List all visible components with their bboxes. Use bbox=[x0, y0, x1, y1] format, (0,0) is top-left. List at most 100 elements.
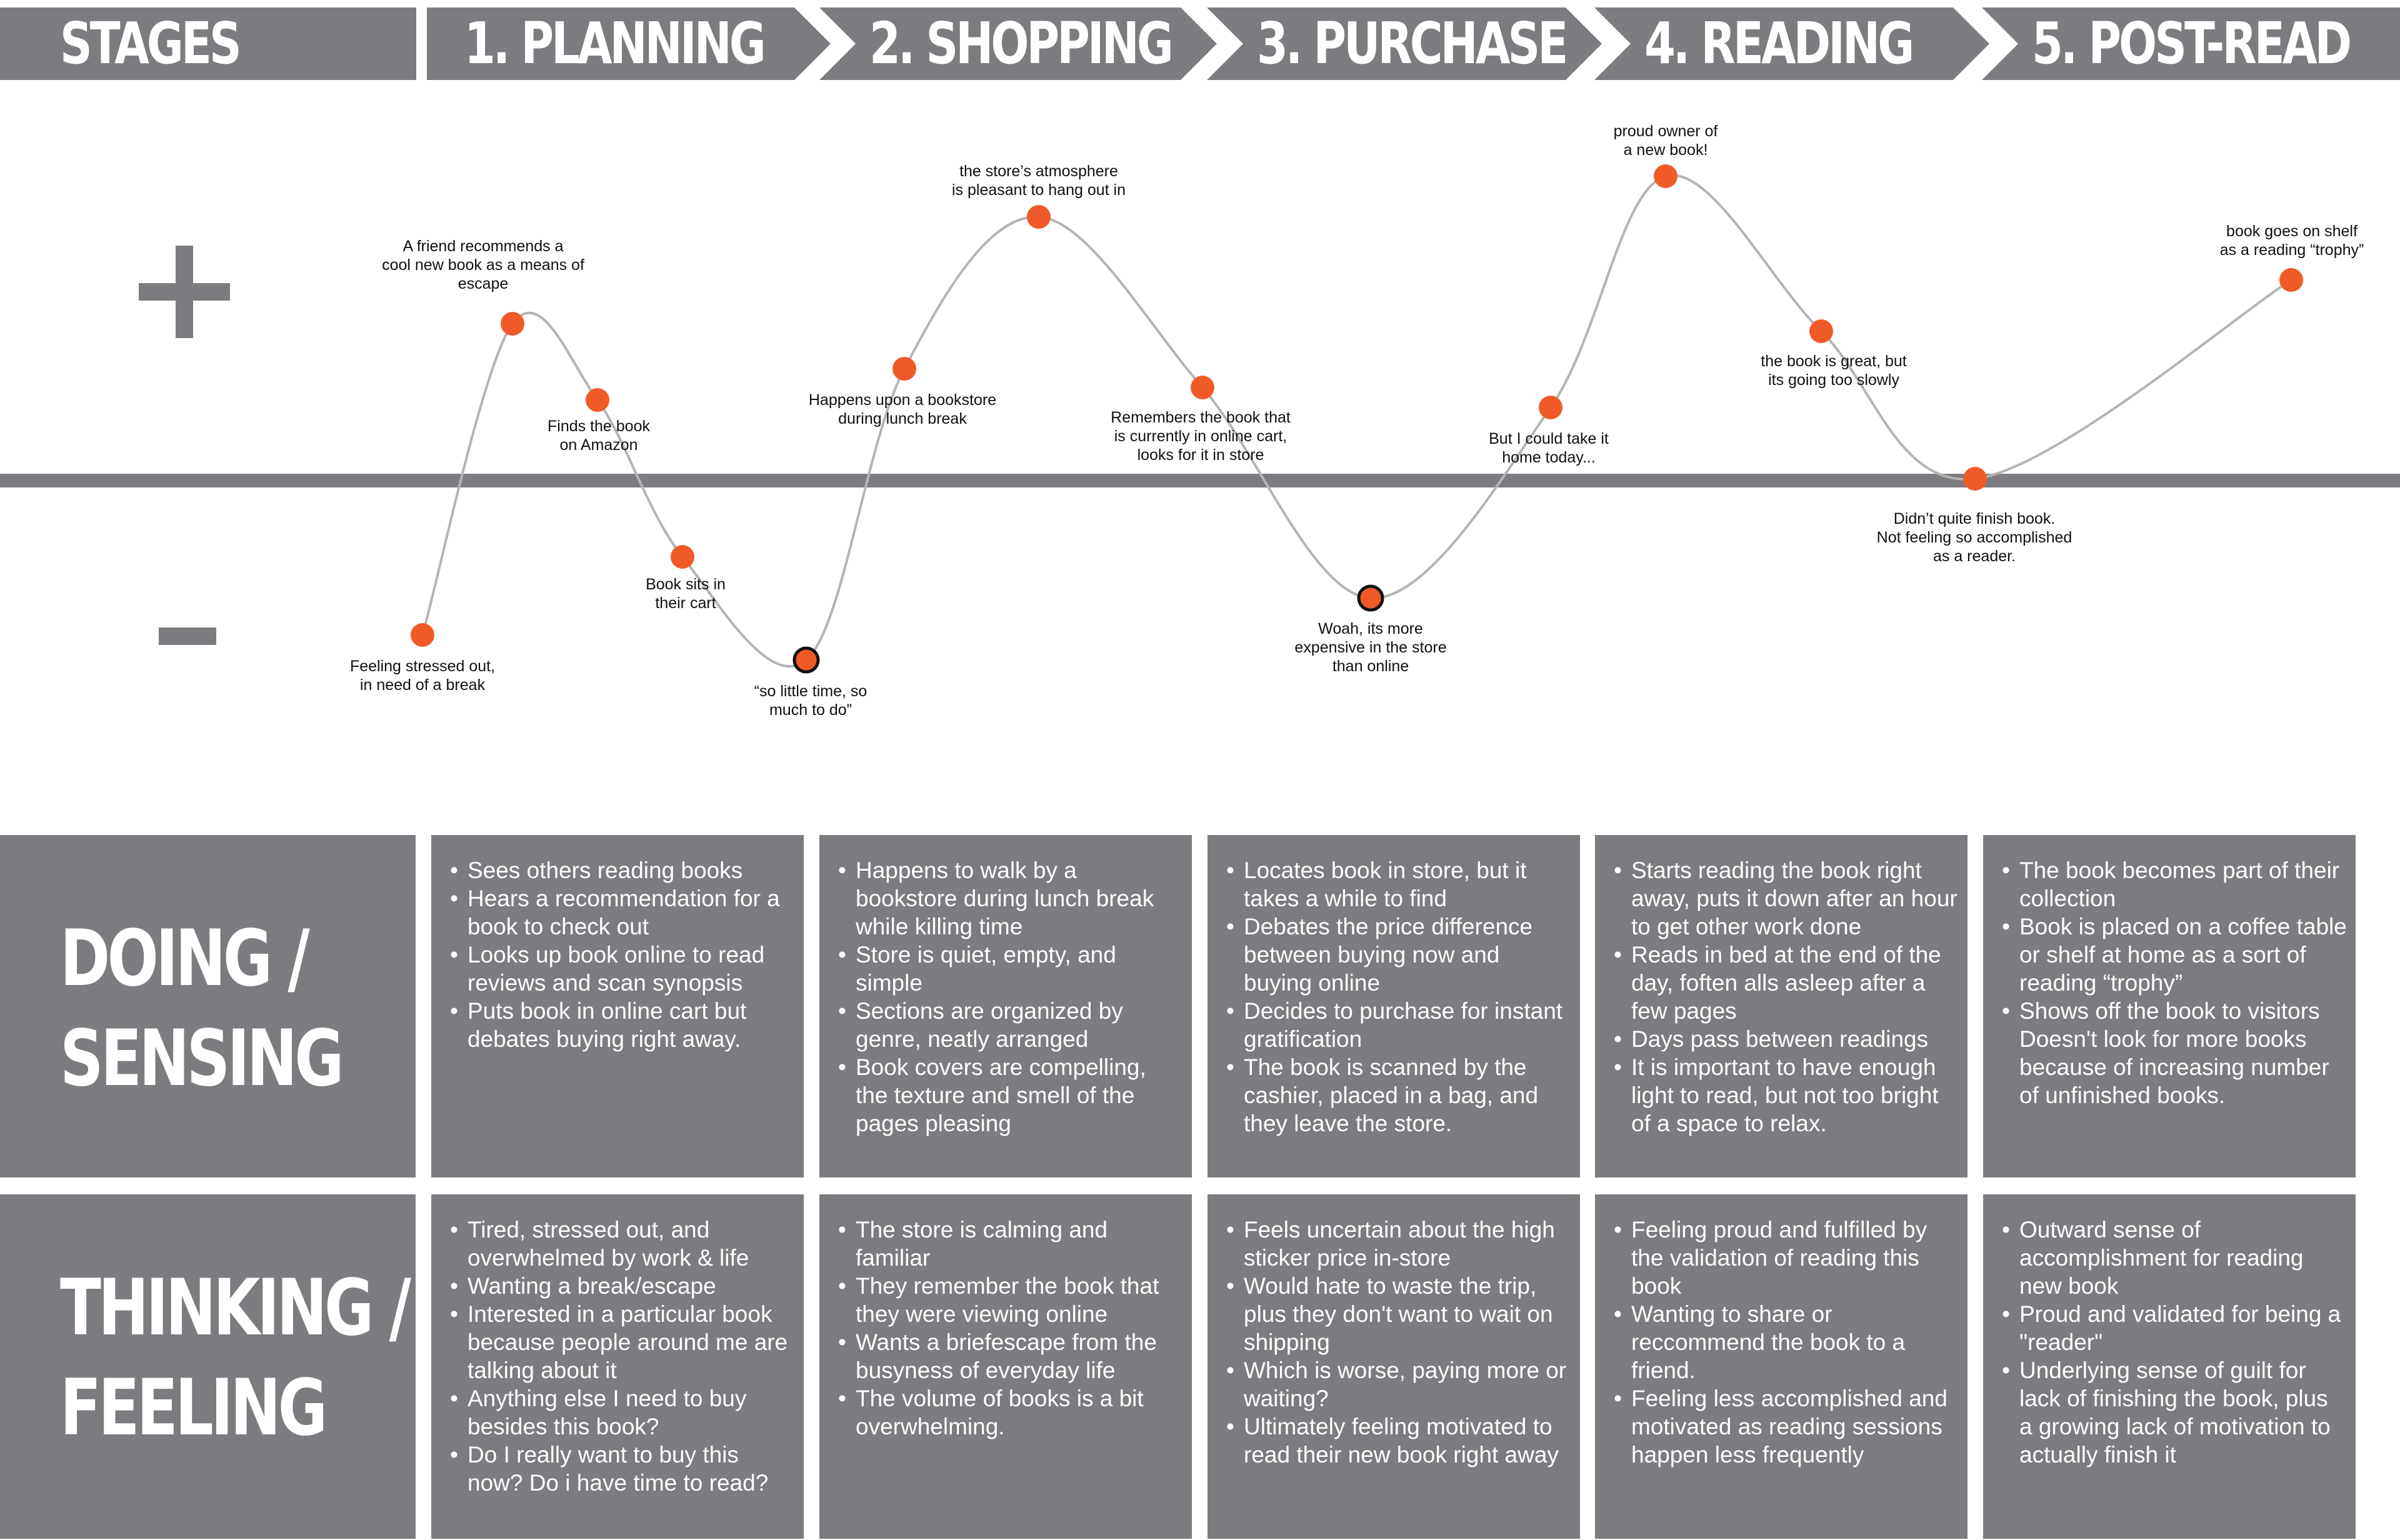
journey-point-p5 bbox=[792, 646, 820, 674]
bullet-item: Debates the price difference between buy… bbox=[1225, 912, 1571, 997]
journey-point-label: Feeling stressed out,in need of a break bbox=[350, 658, 495, 694]
bullet-item: Book is placed on a coffee table or shel… bbox=[2001, 912, 2347, 997]
doing-cell-1: Sees others reading booksHears a recomme… bbox=[431, 835, 804, 1178]
bullet-item: Feeling less accomplished and motivated … bbox=[1612, 1384, 1959, 1469]
journey-point-label-line: Not feeling so accomplished bbox=[1877, 529, 2072, 546]
journey-curve-chart: Feeling stressed out,in need of a break A… bbox=[0, 122, 2400, 719]
journey-point-label-line: their cart bbox=[655, 594, 716, 612]
bullet-item: Outward sense of accomplishment for read… bbox=[2001, 1216, 2347, 1300]
stage-post-read: 5. POST-READ bbox=[1982, 8, 2400, 80]
bullet-item: Proud and validated for being a "reader" bbox=[2001, 1300, 2347, 1356]
journey-point-label-line: Book sits in bbox=[646, 576, 726, 593]
thinking-cell-5: Outward sense of accomplishment for read… bbox=[1983, 1194, 2356, 1539]
bullet-item: Which is worse, paying more or waiting? bbox=[1225, 1356, 1571, 1412]
bullet-list: The store is calming and familiarThey re… bbox=[837, 1216, 1183, 1441]
bullet-item: Wants a briefescape from the busyness of… bbox=[837, 1328, 1183, 1384]
bullet-item: The book is scanned by the cashier, plac… bbox=[1225, 1053, 1571, 1138]
thinking-cell-2: The store is calming and familiarThey re… bbox=[819, 1194, 1192, 1539]
bullet-list: Outward sense of accomplishment for read… bbox=[2001, 1216, 2347, 1469]
bullet-list: Tired, stressed out, and overwhelmed by … bbox=[449, 1216, 795, 1497]
doing-cell-3: Locates book in store, but it takes a wh… bbox=[1208, 835, 1580, 1178]
stages-header-label: STAGES bbox=[0, 8, 416, 80]
bullet-item: Would hate to waste the trip, plus they … bbox=[1225, 1272, 1571, 1356]
journey-point-label-line: in need of a break bbox=[360, 676, 486, 694]
row-label-doing-sensing: DOING / SENSING bbox=[0, 835, 416, 1178]
journey-point-label-line: Woah, its more bbox=[1318, 620, 1423, 638]
bullet-item: Days pass between readings bbox=[1612, 1025, 1959, 1053]
bullet-item: Wanting a break/escape bbox=[449, 1272, 795, 1300]
bullet-item: Ultimately feeling motivated to read the… bbox=[1225, 1412, 1571, 1469]
journey-point-p7 bbox=[1027, 205, 1051, 229]
journey-point-p13 bbox=[1963, 467, 1987, 491]
journey-point-label-line: expensive in the store bbox=[1294, 639, 1446, 656]
journey-point-label-line: A friend recommends a bbox=[402, 238, 563, 255]
bullet-item: Sees others reading books bbox=[449, 856, 795, 884]
bullet-item: Reads in bed at the end of the day, foft… bbox=[1612, 941, 1959, 1025]
bullet-item: It is important to have enough light to … bbox=[1612, 1053, 1959, 1138]
thinking-cell-3: Feels uncertain about the high sticker p… bbox=[1208, 1194, 1580, 1539]
bullet-list: Locates book in store, but it takes a wh… bbox=[1225, 856, 1571, 1138]
journey-point-label-line: cool new book as a means of bbox=[382, 256, 584, 274]
journey-point-label-line: the book is great, but bbox=[1761, 352, 1907, 370]
doing-cell-2: Happens to walk by a bookstore during lu… bbox=[819, 835, 1192, 1178]
journey-point-p14 bbox=[2279, 268, 2303, 292]
stage-title: 1. PLANNING bbox=[464, 10, 764, 77]
bullet-item: They remember the book that they were vi… bbox=[837, 1272, 1183, 1328]
journey-point-label-line: proud owner of bbox=[1614, 122, 1718, 140]
stage-shopping: 2. SHOPPING bbox=[819, 8, 1217, 80]
journey-point-label-line: during lunch break bbox=[838, 410, 967, 428]
bullet-item: Underlying sense of guilt for lack of fi… bbox=[2001, 1356, 2347, 1469]
bullet-item: Doesn't look for more books because of i… bbox=[2019, 1026, 2329, 1108]
journey-point-p11 bbox=[1654, 164, 1678, 188]
journey-point-label-line: escape bbox=[458, 275, 509, 292]
bullet-item: The book becomes part of their collectio… bbox=[2001, 856, 2347, 912]
stages-label-text: STAGES bbox=[60, 10, 242, 77]
journey-point-label-line: its going too slowly bbox=[1768, 371, 1899, 389]
bullet-item: Sections are organized by genre, neatly … bbox=[837, 997, 1183, 1053]
row-label-line: THINKING / bbox=[60, 1263, 411, 1353]
bullet-item: Starts reading the book right away, puts… bbox=[1612, 856, 1959, 941]
bullet-item: Feeling proud and fulfilled by the valid… bbox=[1612, 1216, 1959, 1300]
row-label-thinking-feeling: THINKING / FEELING bbox=[0, 1194, 416, 1539]
journey-point-p12 bbox=[1809, 319, 1833, 343]
journey-point-label-line: But I could take it bbox=[1489, 430, 1609, 448]
journey-point-label-line: Feeling stressed out, bbox=[350, 658, 495, 675]
journey-point-label-line: as a reader. bbox=[1933, 548, 2016, 565]
bullet-item: Wanting to share or reccommend the book … bbox=[1612, 1300, 1959, 1384]
journey-point-label: Didn’t quite finish book.Not feeling so … bbox=[1877, 510, 2072, 565]
bullet-item: Anything else I need to buy besides this… bbox=[449, 1384, 795, 1441]
bullet-item: Looks up book online to read reviews and… bbox=[449, 941, 795, 997]
bullet-item: Hears a recommendation for a book to che… bbox=[449, 884, 795, 941]
journey-point-label-line: than online bbox=[1332, 658, 1409, 675]
bullet-item: Puts book in online cart but debates buy… bbox=[449, 997, 795, 1053]
journey-point-label-line: book goes on shelf bbox=[2226, 222, 2358, 240]
journey-point-label-line: “so little time, so bbox=[754, 682, 868, 700]
stage-title: 4. READING bbox=[1644, 10, 1912, 77]
journey-point-label-line: is currently in online cart, bbox=[1114, 428, 1288, 445]
bullet-list: Feels uncertain about the high sticker p… bbox=[1225, 1216, 1571, 1469]
bullet-item: Feels uncertain about the high sticker p… bbox=[1225, 1216, 1571, 1272]
journey-point-p3 bbox=[586, 388, 609, 412]
journey-point-label-line: Didn’t quite finish book. bbox=[1894, 510, 2055, 528]
journey-point-p6 bbox=[892, 357, 916, 381]
bullet-list: Starts reading the book right away, puts… bbox=[1612, 856, 1959, 1138]
journey-point-label-line: on Amazon bbox=[559, 436, 638, 454]
doing-cell-4: Starts reading the book right away, puts… bbox=[1595, 835, 1968, 1178]
bullet-item: Locates book in store, but it takes a wh… bbox=[1225, 856, 1571, 912]
bullet-list: Happens to walk by a bookstore during lu… bbox=[837, 856, 1183, 1138]
thinking-cell-1: Tired, stressed out, and overwhelmed by … bbox=[431, 1194, 804, 1539]
bullet-item: Interested in a particular book because … bbox=[449, 1300, 795, 1384]
journey-point-label-line: as a reading “trophy” bbox=[2220, 241, 2364, 259]
bullet-item: Happens to walk by a bookstore during lu… bbox=[837, 856, 1183, 941]
bullet-item: Tired, stressed out, and overwhelmed by … bbox=[449, 1216, 795, 1272]
bullet-item: Book covers are compelling, the texture … bbox=[837, 1053, 1183, 1138]
journey-point-p8 bbox=[1191, 376, 1214, 399]
